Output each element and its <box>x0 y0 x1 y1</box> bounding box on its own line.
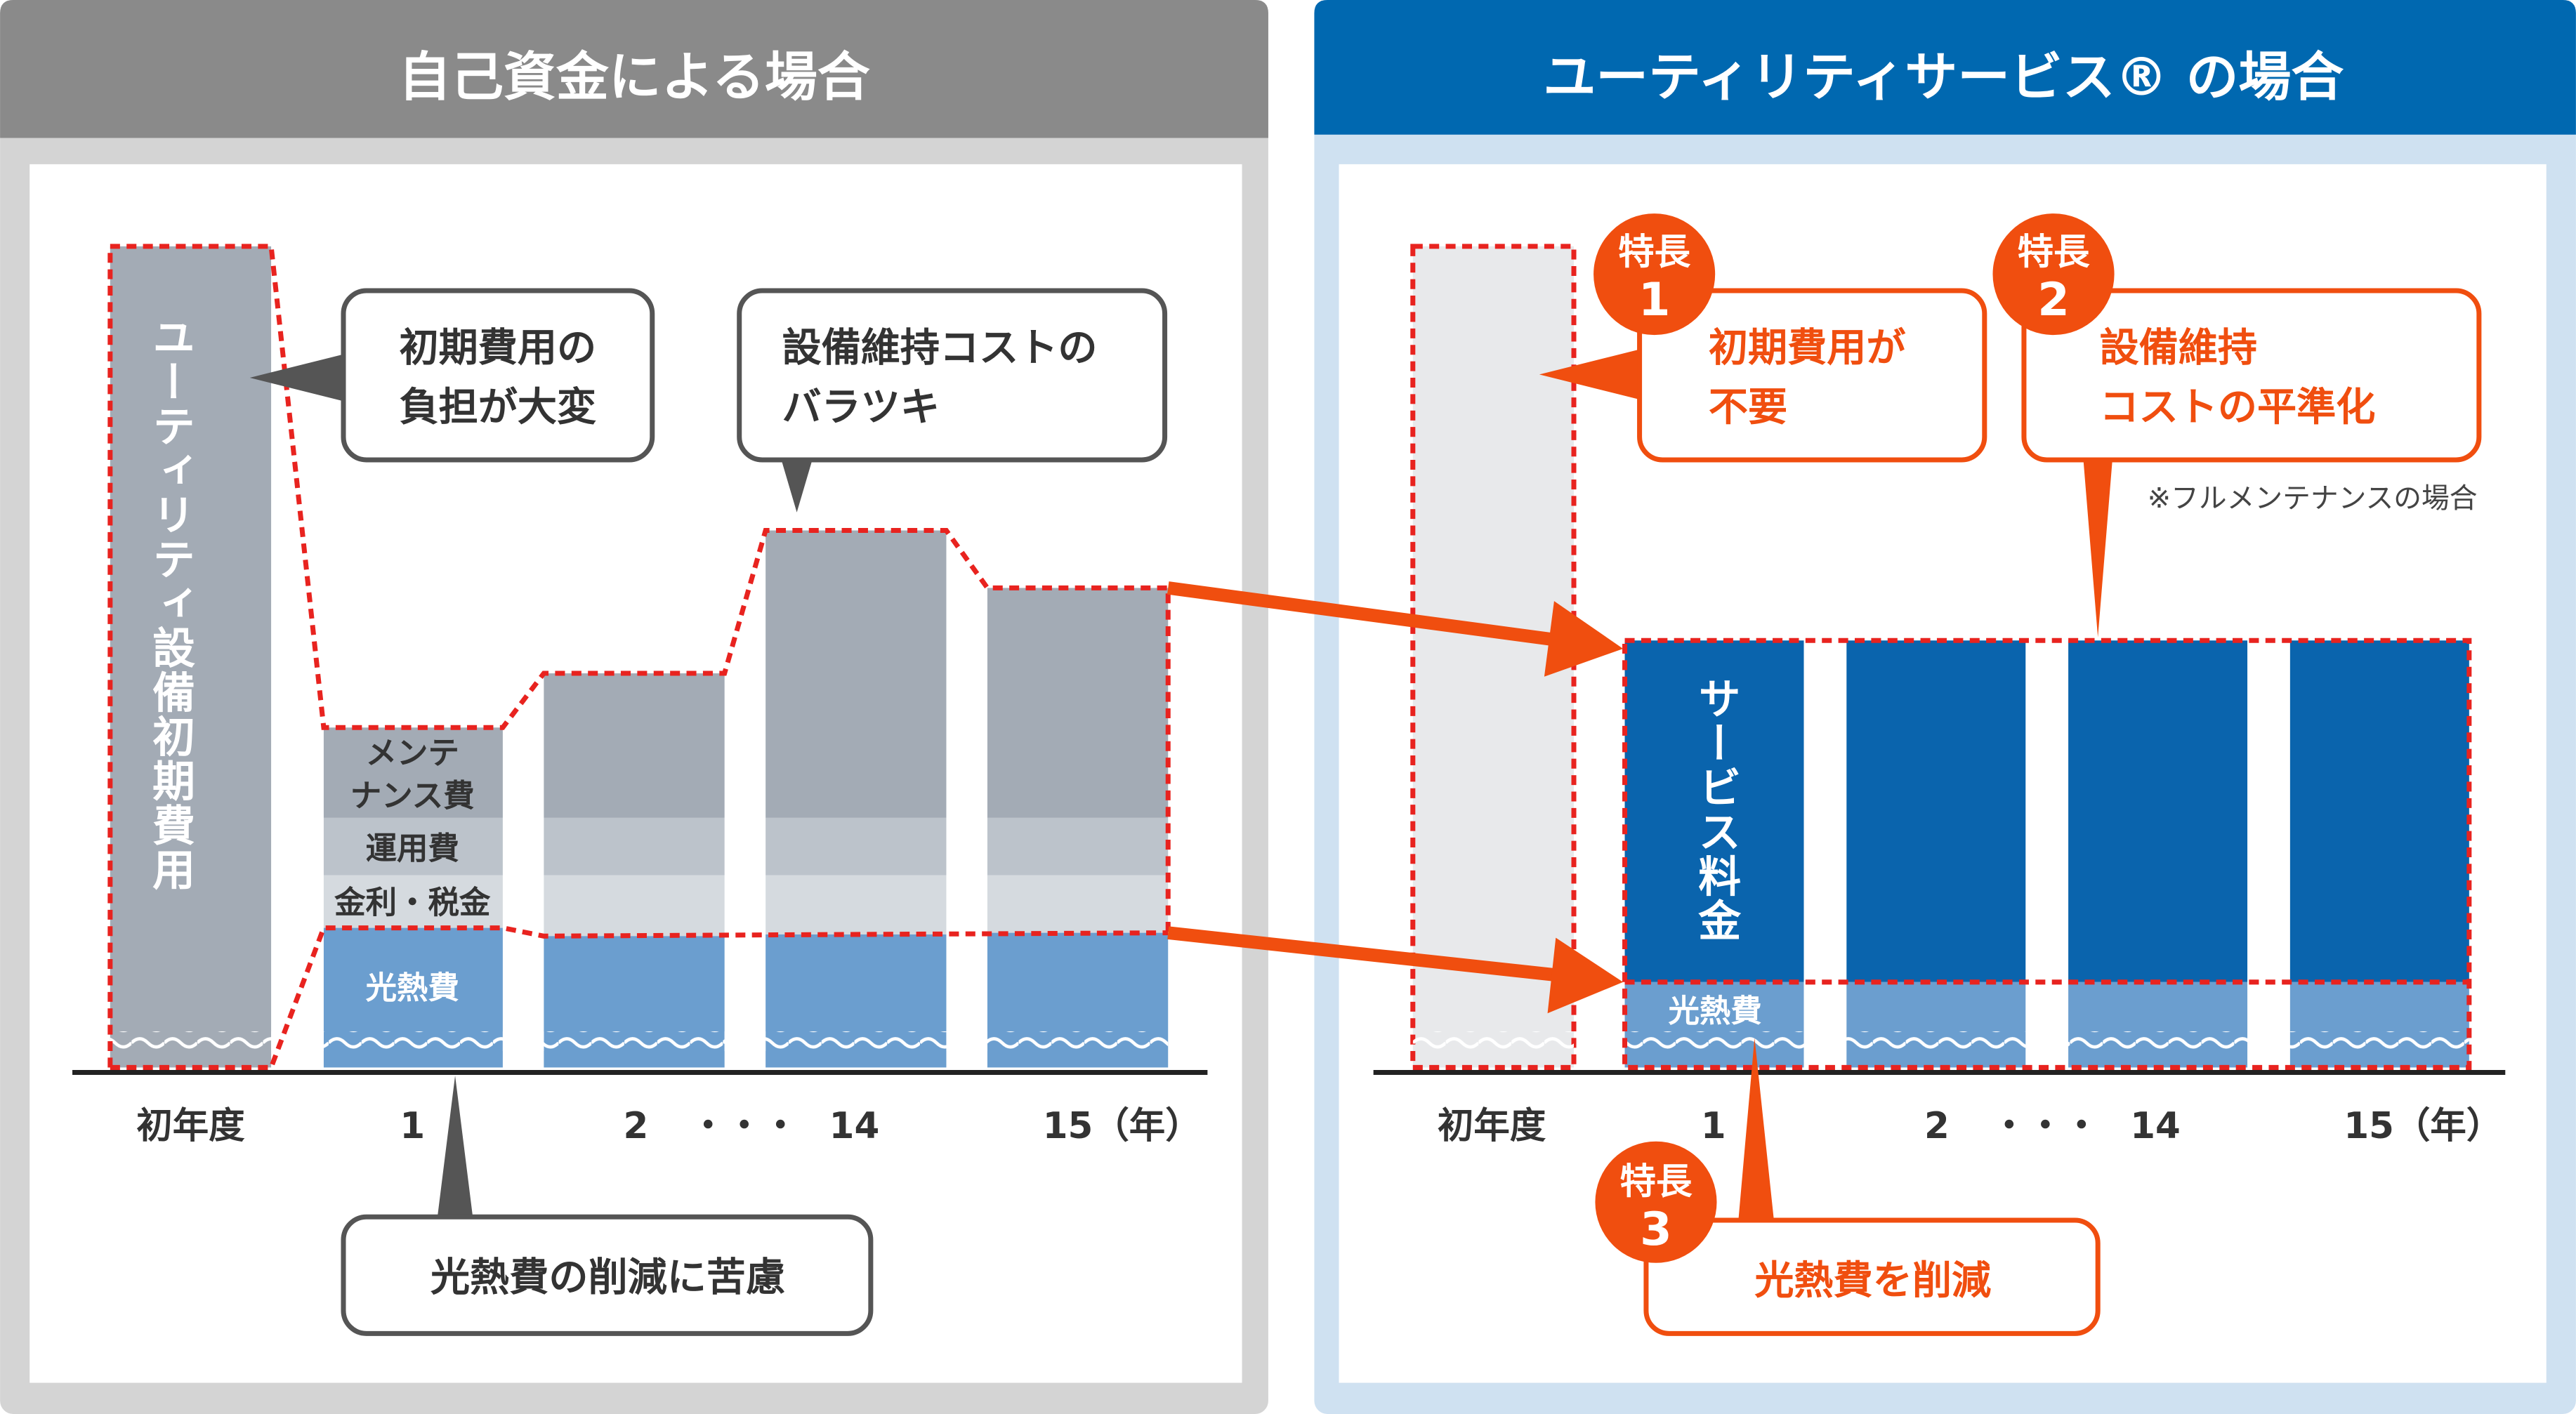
year1-bar: メンテ ナンス費 運用費 金利・税金 光熱費 <box>323 727 503 1068</box>
left-panel: 自己資金による場合 ユーティリティ設備初期費用 メンテ ナンス費 運用費 金利・… <box>0 0 1268 1414</box>
feature-1-callout: 初期費用が 不要 特長 1 <box>1539 213 1987 463</box>
x-label-initial: 初年度 <box>136 1105 245 1147</box>
light-heat-label: 光熱費 <box>1669 993 1762 1029</box>
badge-number: 1 <box>1638 273 1671 326</box>
initial-cost-bar <box>110 246 272 1068</box>
service-bars <box>1624 640 2469 1068</box>
service-fee-label: サービス料金 <box>1690 677 1741 943</box>
feature-text: 不要 <box>1709 385 1787 430</box>
feature-text: 設備維持 <box>2100 326 2258 371</box>
arrow-energy <box>1167 926 1562 982</box>
feature-text: 初期費用が <box>1709 326 1906 371</box>
maintenance-label-2: ナンス費 <box>350 779 475 814</box>
right-panel: ユーティリティサービス® の場合 サービス料金 光熱費 初年度 1 2 ・・・ … <box>1314 0 2576 1414</box>
year15-bar <box>987 588 1169 1068</box>
badge-text: 特長 <box>1618 232 1690 274</box>
feature-2-callout: 設備維持 コストの平準化 特長 2 <box>1992 213 2482 637</box>
x-label-2: 2 <box>1924 1105 1950 1147</box>
arrow-maintenance <box>1167 581 1562 647</box>
service-outline <box>1622 637 2472 1070</box>
light-heat-label: 光熱費 <box>366 970 459 1006</box>
right-title: ユーティリティサービス® の場合 <box>1543 47 2344 108</box>
callout-text: 初期費用の <box>400 326 597 371</box>
callout-initial-burden: 初期費用の 負担が大変 <box>249 288 655 463</box>
maintenance-label: メンテ <box>366 736 459 772</box>
badge-text: 特長 <box>1620 1161 1693 1203</box>
x-label-1: 1 <box>1701 1105 1726 1147</box>
arrow-head-icon <box>1547 937 1624 1014</box>
callout-text: バラツキ <box>782 385 940 430</box>
left-header <box>0 0 1268 138</box>
cost-outline <box>107 244 1171 1068</box>
arrow-head-icon <box>1544 601 1624 677</box>
operation-label: 運用費 <box>366 831 459 866</box>
x-label-14: 14 <box>2130 1105 2181 1147</box>
badge-number: 2 <box>2037 273 2070 326</box>
wave-break <box>110 1031 1169 1052</box>
badge-text: 特長 <box>2018 232 2090 274</box>
x-label-initial: 初年度 <box>1438 1105 1546 1147</box>
energy-outline <box>110 925 1169 1070</box>
left-title: 自己資金による場合 <box>398 47 870 108</box>
x-label-dots: ・・・ <box>690 1105 799 1147</box>
x-label-15: 15（年） <box>1043 1105 1202 1147</box>
feature-badge <box>1595 1141 1717 1263</box>
x-label-15: 15（年） <box>2344 1105 2502 1147</box>
feature-3-callout: 光熱費を削減 特長 3 <box>1595 1038 2101 1336</box>
callout-maintenance-variance: 設備維持コストの バラツキ <box>737 288 1168 513</box>
callout-text: 光熱費の削減に苦慮 <box>431 1255 785 1301</box>
callout-text: 設備維持コストの <box>782 326 1098 371</box>
initial-cost-label: ユーティリティ設備初期費用 <box>145 315 195 892</box>
feature-badge <box>1992 213 2115 336</box>
year14-bar <box>765 530 947 1068</box>
x-label-14: 14 <box>829 1105 880 1147</box>
x-label-2: 2 <box>623 1105 648 1147</box>
right-header <box>1314 0 2576 135</box>
interest-label: 金利・税金 <box>334 885 491 921</box>
callout-text: 負担が大変 <box>400 385 597 430</box>
x-label-1: 1 <box>400 1105 425 1147</box>
transition-arrows <box>1167 581 1624 1014</box>
year2-bar <box>544 673 725 1068</box>
feature-badge <box>1593 213 1716 336</box>
badge-number: 3 <box>1640 1203 1672 1256</box>
x-label-dots: ・・・ <box>1991 1105 2099 1147</box>
callout-energy-reduction: 光熱費の削減に苦慮 <box>341 1076 874 1336</box>
feature-text: 光熱費を削減 <box>1754 1258 1991 1304</box>
full-maintenance-note: ※フルメンテナンスの場合 <box>2148 482 2478 515</box>
feature-text: コストの平準化 <box>2100 385 2376 430</box>
